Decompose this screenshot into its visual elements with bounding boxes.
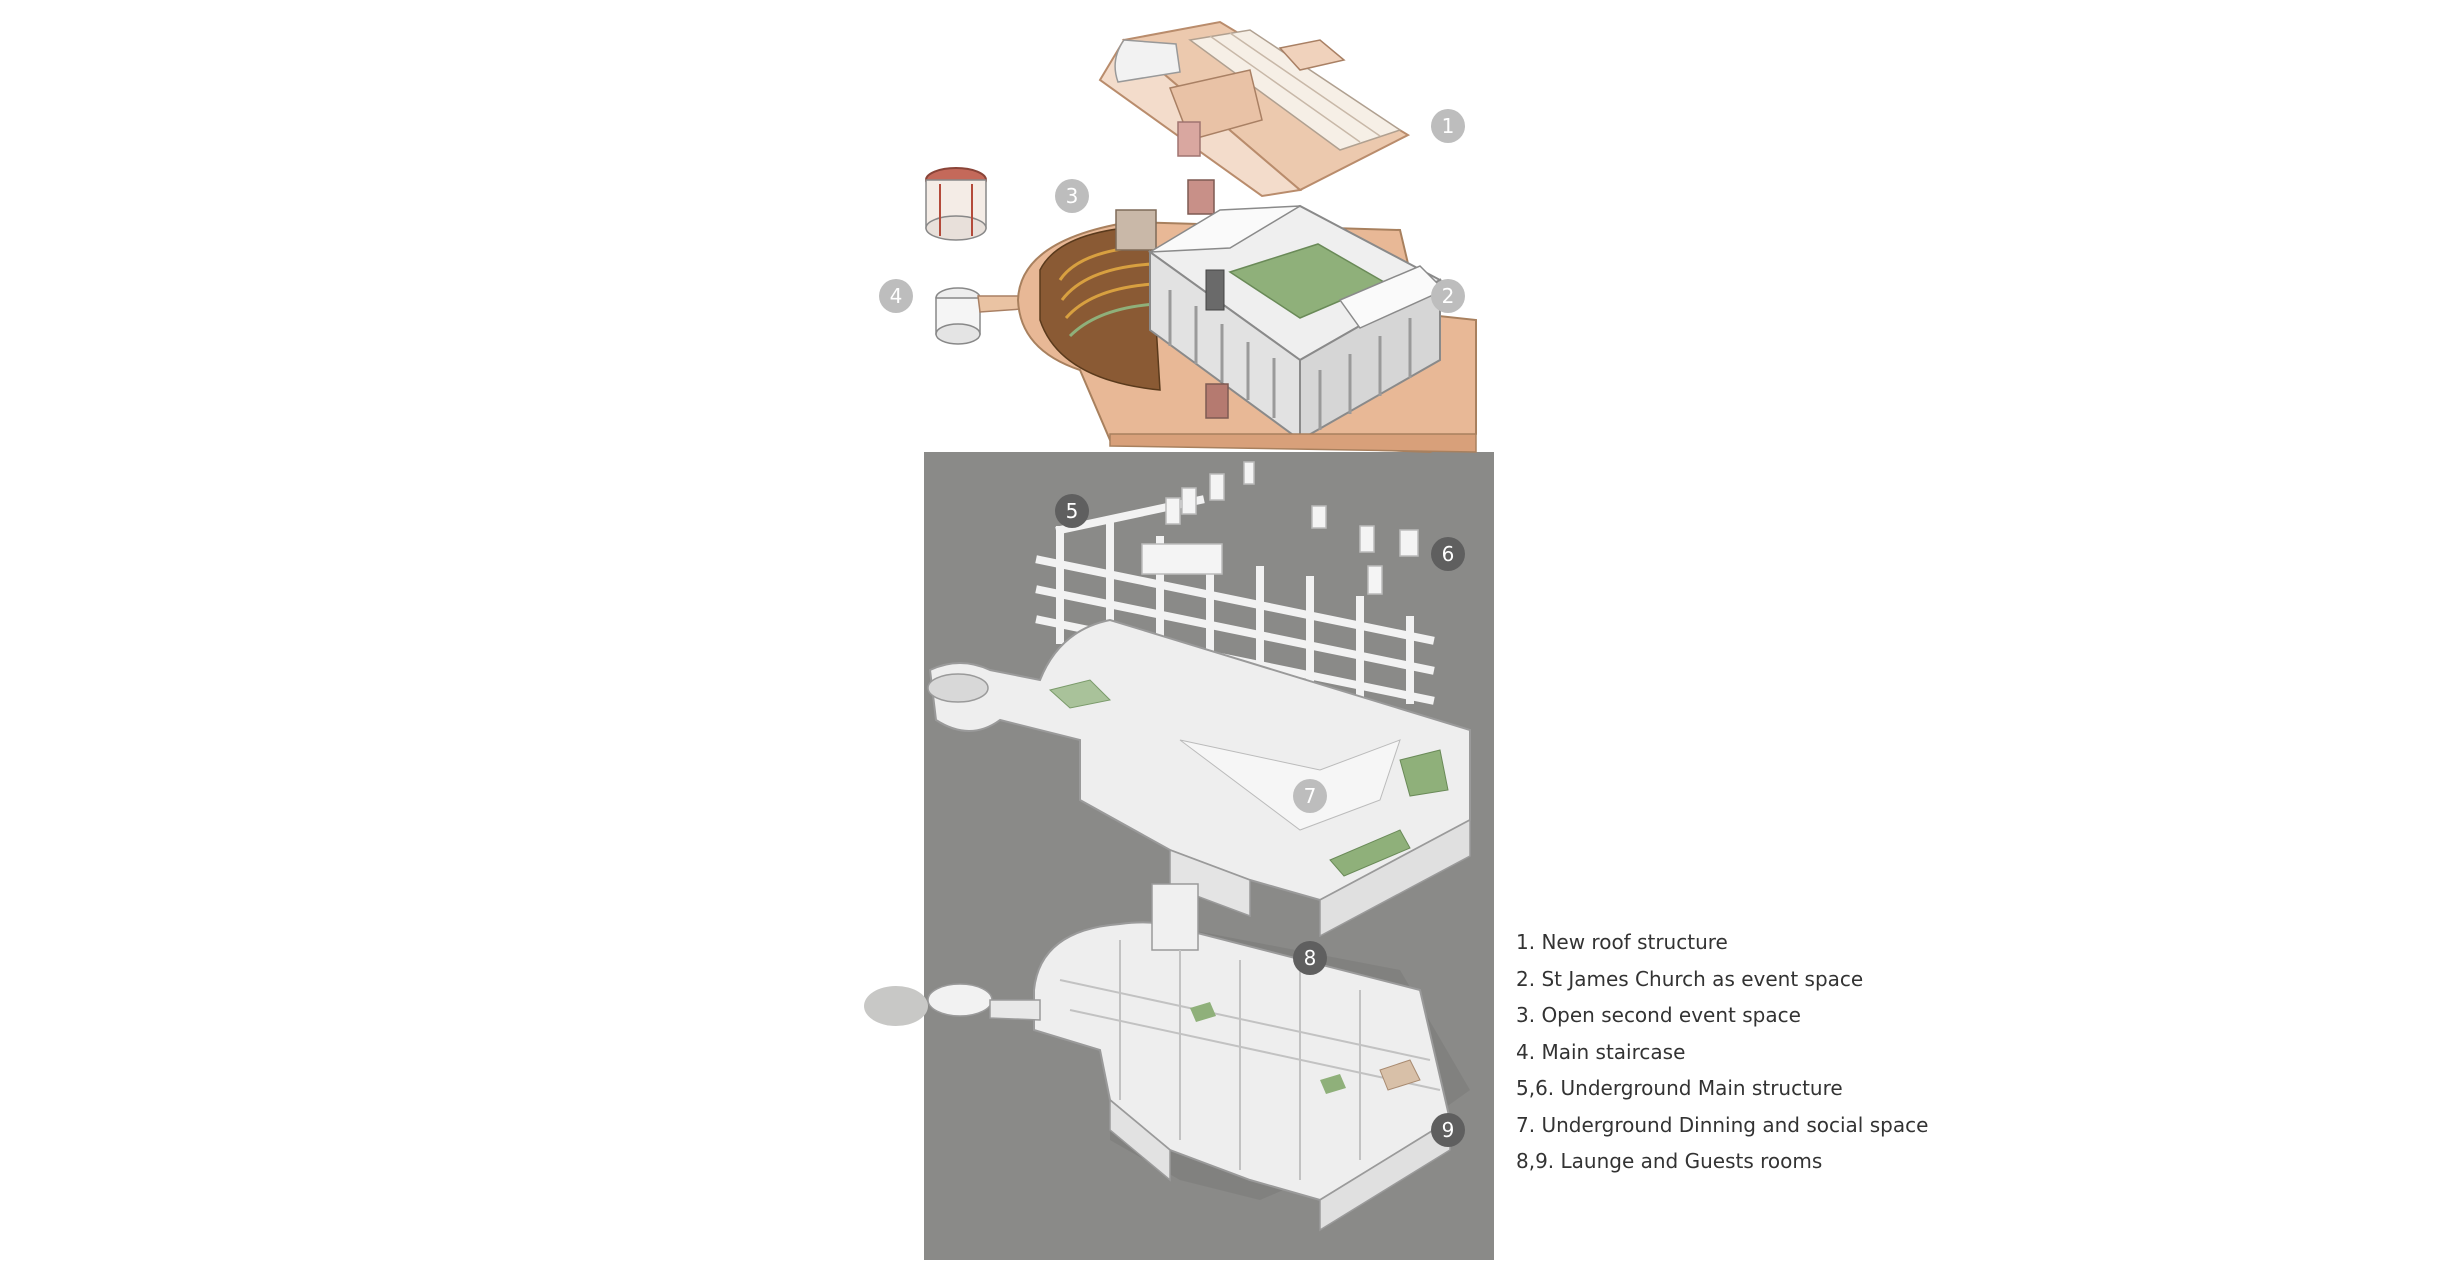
legend: 1. New roof structure 2. St James Church… bbox=[1516, 924, 2176, 1180]
marker-5: 5 bbox=[1055, 494, 1089, 528]
marker-4: 4 bbox=[879, 279, 913, 313]
marker-3: 3 bbox=[1055, 179, 1089, 213]
legend-item-5: 5,6. Underground Main structure bbox=[1516, 1076, 1843, 1100]
marker-1: 1 bbox=[1431, 109, 1465, 143]
legend-item-3: 3. Open second event space bbox=[1516, 1003, 1801, 1027]
marker-7: 7 bbox=[1293, 779, 1327, 813]
lounge-guest-rooms-level bbox=[864, 883, 1470, 1232]
legend-item-4: 4. Main staircase bbox=[1516, 1039, 1686, 1064]
marker-8: 8 bbox=[1293, 941, 1327, 975]
marker-6: 6 bbox=[1431, 537, 1465, 571]
legend-item-2: 2. St James Church as event space bbox=[1516, 966, 1864, 991]
legend-item-7: 8,9. Launge and Guests rooms bbox=[1516, 1149, 1823, 1173]
marker-9: 9 bbox=[1431, 1113, 1465, 1147]
church-ground-level bbox=[1016, 179, 1477, 454]
legend-item-6: 7. Underground Dinning and social space bbox=[1516, 1112, 1929, 1137]
marker-2: 2 bbox=[1431, 279, 1465, 313]
underground-dining-level bbox=[927, 618, 1471, 938]
staircase-tower-upper bbox=[925, 167, 987, 241]
legend-item-1: 1. New roof structure bbox=[1516, 930, 1728, 954]
roof-structure bbox=[1098, 20, 1411, 198]
structure-panels bbox=[1141, 461, 1419, 595]
